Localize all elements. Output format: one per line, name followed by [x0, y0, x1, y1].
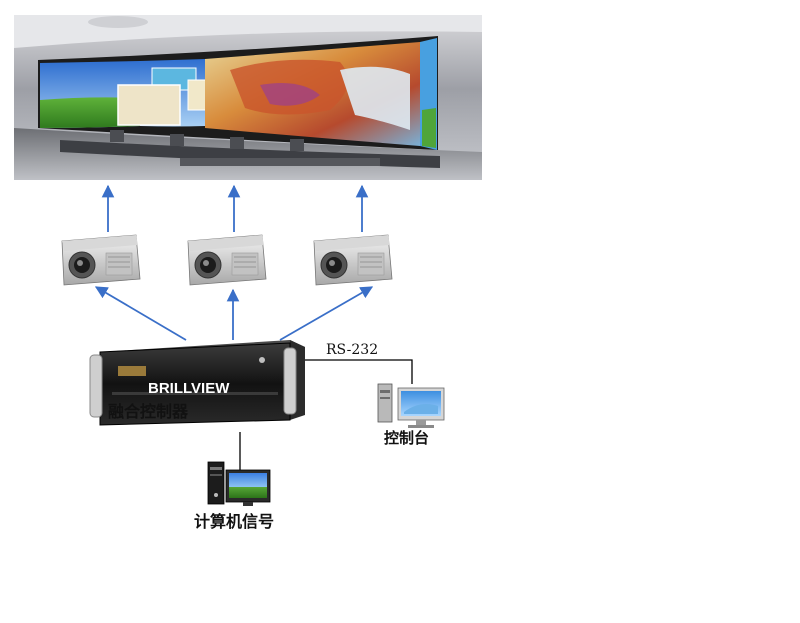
arrow-controller-to-projector-3 [279, 286, 374, 341]
signal-source-label: 计算机信号 [194, 512, 274, 531]
controller-brand-text: BRILLVIEW [148, 380, 230, 397]
video-wall-image [14, 15, 482, 180]
controller-label: 融合控制器 [108, 402, 189, 421]
rs232-connection [305, 359, 413, 384]
projector-2 [187, 234, 267, 286]
computer-signal-source [207, 461, 271, 506]
arrow-controller-to-projector-1 [94, 286, 187, 341]
rs232-label: RS-232 [326, 342, 378, 358]
projector-1 [61, 234, 141, 286]
projection-arrows [101, 184, 369, 232]
fusion-controller [89, 340, 305, 426]
console-computer [377, 383, 445, 428]
controller-arrows [94, 286, 374, 341]
console-label: 控制台 [384, 429, 429, 447]
projector-3 [313, 234, 393, 286]
